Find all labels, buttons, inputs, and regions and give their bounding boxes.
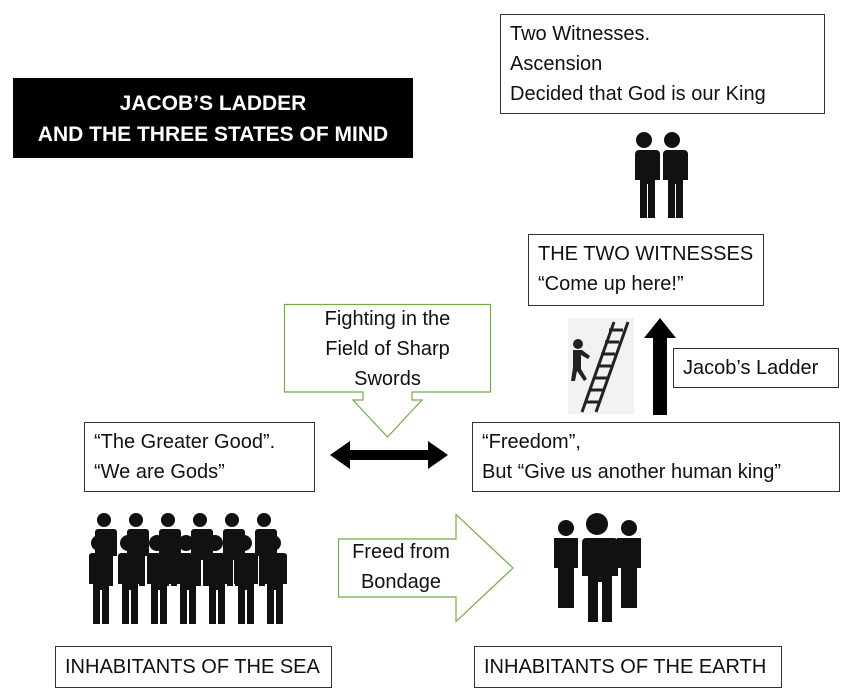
swords-line-2: Field of Sharp — [325, 338, 450, 360]
ascension-box: Two Witnesses. Ascension Decided that Go… — [500, 14, 825, 114]
double-arrow-icon — [330, 441, 448, 469]
sea-label-text: INHABITANTS OF THE SEA — [65, 656, 320, 678]
freedom-box: “Freedom”, But “Give us another human ki… — [472, 422, 840, 492]
freed-line-2: Bondage — [360, 571, 442, 593]
diagram-title: JACOB’S LADDER AND THE THREE STATES OF M… — [13, 78, 413, 158]
two-people-icon — [632, 132, 688, 218]
greater-good-line-2: “We are Gods” — [94, 461, 225, 483]
swords-callout-shape — [283, 303, 492, 438]
freed-arrow-shape — [337, 513, 514, 623]
swords-line-3: Swords — [354, 368, 421, 390]
two-witnesses-line-1: THE TWO WITNESSES — [538, 243, 754, 265]
two-witnesses-box: THE TWO WITNESSES “Come up here!” — [528, 234, 764, 306]
ascension-line-3: Decided that God is our King — [510, 83, 766, 105]
freedom-line-2: But “Give us another human king” — [482, 461, 782, 483]
freed-line-1: Freed from — [352, 541, 450, 563]
jacobs-ladder-text: Jacob’s Ladder — [683, 357, 819, 379]
crowd-icon — [88, 513, 287, 624]
title-line-2: AND THE THREE STATES OF MIND — [37, 123, 389, 146]
swords-line-1: Fighting in the — [324, 308, 451, 330]
greater-good-box: “The Greater Good”. “We are Gods” — [84, 422, 315, 492]
swords-callout: Fighting in the Field of Sharp Swords — [284, 304, 491, 394]
ascension-line-2: Ascension — [510, 53, 603, 75]
up-arrow-icon — [644, 318, 676, 415]
inhabitants-of-earth-label: INHABITANTS OF THE EARTH — [474, 646, 782, 688]
earth-label-text: INHABITANTS OF THE EARTH — [484, 656, 767, 678]
freedom-line-1: “Freedom”, — [482, 431, 581, 453]
jacobs-ladder-label: Jacob’s Ladder — [673, 348, 839, 388]
greater-good-line-1: “The Greater Good”. — [94, 431, 276, 453]
ladder-climber-icon — [568, 318, 634, 414]
title-line-1: JACOB’S LADDER — [119, 92, 307, 115]
group-icon — [554, 513, 641, 622]
two-witnesses-line-2: “Come up here!” — [538, 273, 684, 295]
inhabitants-of-sea-label: INHABITANTS OF THE SEA — [55, 646, 332, 688]
freed-callout: Freed from Bondage — [338, 537, 464, 597]
ascension-line-1: Two Witnesses. — [510, 23, 651, 45]
